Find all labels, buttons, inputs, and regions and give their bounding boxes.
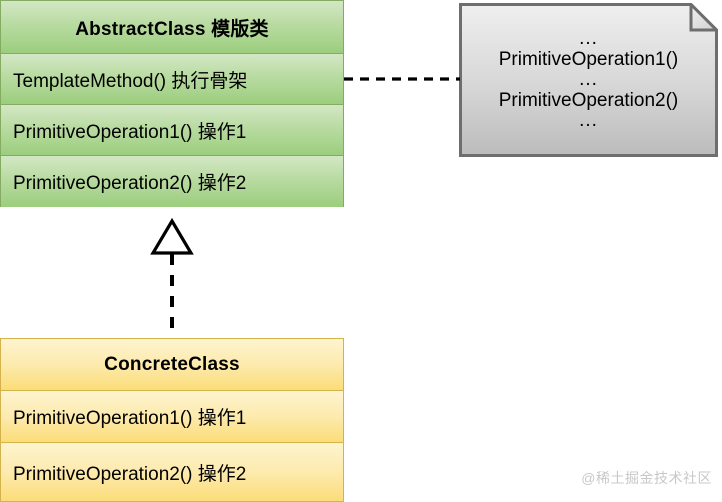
note-connector [344, 77, 460, 81]
concrete-class-member-row-1: PrimitiveOperation2() 操作2 [1, 442, 343, 501]
concrete-class-member-1: PrimitiveOperation2() 操作2 [13, 463, 247, 485]
abstract-class-member-row-0: TemplateMethod() 执行骨架 [1, 53, 343, 104]
note-shape [459, 3, 718, 157]
abstract-class-member-0: TemplateMethod() 执行骨架 [13, 70, 248, 92]
abstract-class-member-2: PrimitiveOperation2() 操作2 [13, 173, 247, 194]
note-line-4: ... [579, 110, 598, 132]
note-text-block: ... PrimitiveOperation1() ... PrimitiveO… [459, 3, 718, 157]
abstract-class-box[interactable]: AbstractClass 模版类 TemplateMethod() 执行骨架 … [0, 0, 344, 207]
abstract-class-member-1: PrimitiveOperation1() 操作1 [13, 121, 247, 143]
concrete-class-box[interactable]: ConcreteClass PrimitiveOperation1() 操作1 … [0, 338, 344, 502]
note-line-0: ... [579, 27, 598, 49]
note-line-3: PrimitiveOperation2() [498, 90, 679, 112]
abstract-class-title: AbstractClass 模版类 [75, 18, 269, 40]
note-line-1: PrimitiveOperation1() [498, 48, 679, 70]
watermark-text: @稀土掘金技术社区 [581, 470, 712, 486]
abstract-class-member-row-1: PrimitiveOperation1() 操作1 [1, 104, 343, 155]
abstract-class-member-row-2: PrimitiveOperation2() 操作2 [1, 155, 343, 207]
concrete-class-member-0: PrimitiveOperation1() 操作1 [13, 408, 247, 429]
concrete-class-title-row: ConcreteClass [1, 339, 343, 390]
note-box[interactable]: ... PrimitiveOperation1() ... PrimitiveO… [459, 3, 718, 157]
concrete-class-member-row-0: PrimitiveOperation1() 操作1 [1, 390, 343, 442]
abstract-class-title-row: AbstractClass 模版类 [1, 1, 343, 53]
concrete-class-title: ConcreteClass [104, 353, 240, 375]
note-line-2: ... [579, 68, 598, 90]
realization-connector [150, 217, 194, 339]
